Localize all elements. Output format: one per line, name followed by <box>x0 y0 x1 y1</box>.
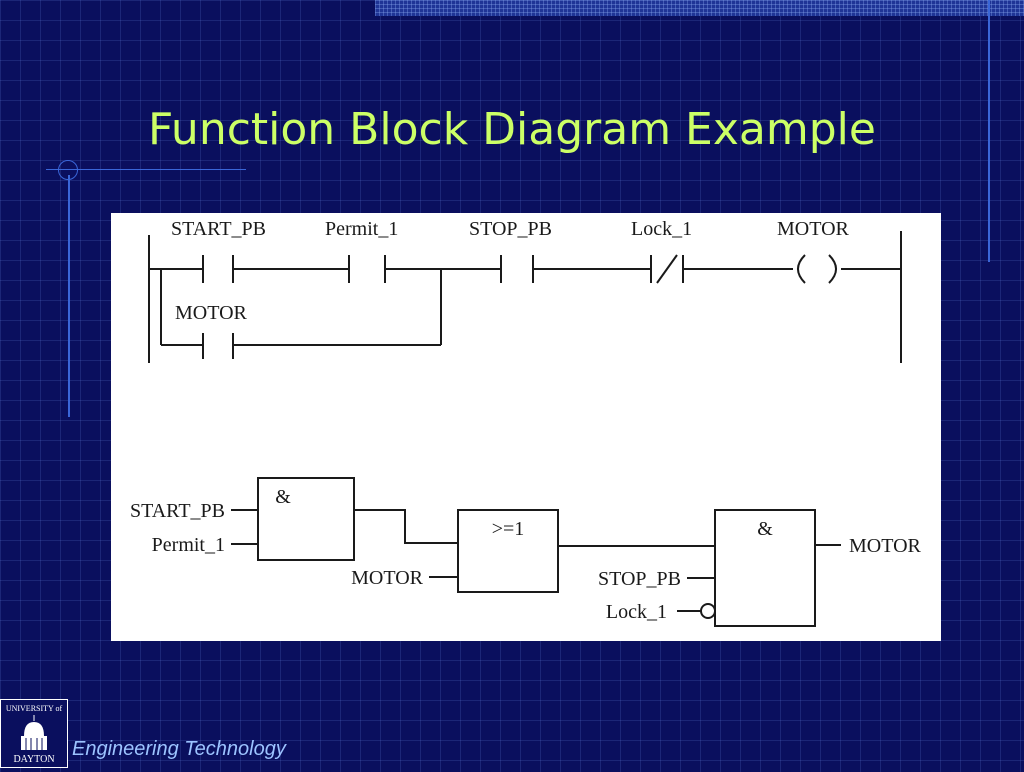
contact-stop-pb <box>500 255 534 283</box>
coil-motor <box>797 254 837 284</box>
fbd-and1-operator: & <box>275 486 291 508</box>
fbd-output-motor: MOTOR <box>849 535 922 557</box>
left-decorative-line <box>68 175 70 417</box>
ladder-label-permit-1: Permit_1 <box>325 218 398 240</box>
fbd-and2-operator: & <box>757 518 773 540</box>
contact-start-pb <box>202 255 234 283</box>
fbd-input-start-pb: START_PB <box>130 500 225 522</box>
title-underline <box>46 169 246 170</box>
ladder-label-lock-1: Lock_1 <box>631 218 692 240</box>
fbd-and-block-1 <box>257 477 355 561</box>
contact-motor-seal <box>202 333 234 359</box>
ladder-label-stop-pb: STOP_PB <box>469 218 552 240</box>
ladder-label-motor-coil: MOTOR <box>777 218 850 240</box>
fbd-input-lock-1: Lock_1 <box>606 601 667 623</box>
fbd-negation-circle <box>700 603 716 619</box>
fbd-input-permit-1: Permit_1 <box>152 534 225 556</box>
slide-title: Function Block Diagram Example <box>148 104 876 155</box>
footer-text: Engineering Technology <box>72 738 286 760</box>
right-decorative-line <box>988 0 990 262</box>
fbd-or-block <box>457 509 559 593</box>
fbd-input-motor: MOTOR <box>351 567 424 589</box>
function-block-diagram <box>231 477 841 627</box>
ladder-label-motor-contact: MOTOR <box>175 302 248 324</box>
crosshair-circle <box>58 160 78 180</box>
diagram-figure: START_PB Permit_1 STOP_PB Lock_1 MOTOR M… <box>111 213 941 641</box>
university-logo: UNIVERSITY of DAYTON <box>0 699 68 768</box>
logo-line-2: DAYTON <box>13 754 54 765</box>
fbd-or-operator: >=1 <box>492 518 525 540</box>
contact-permit-1 <box>348 255 386 283</box>
top-decorative-bar <box>375 0 1024 16</box>
logo-line-1: UNIVERSITY of <box>6 704 63 713</box>
ladder-label-start-pb: START_PB <box>171 218 266 240</box>
contact-lock-1 <box>650 254 684 284</box>
fbd-input-stop-pb: STOP_PB <box>598 568 681 590</box>
dome-icon <box>21 715 47 750</box>
ladder-diagram <box>148 231 902 363</box>
fbd-and-block-2 <box>714 509 816 627</box>
